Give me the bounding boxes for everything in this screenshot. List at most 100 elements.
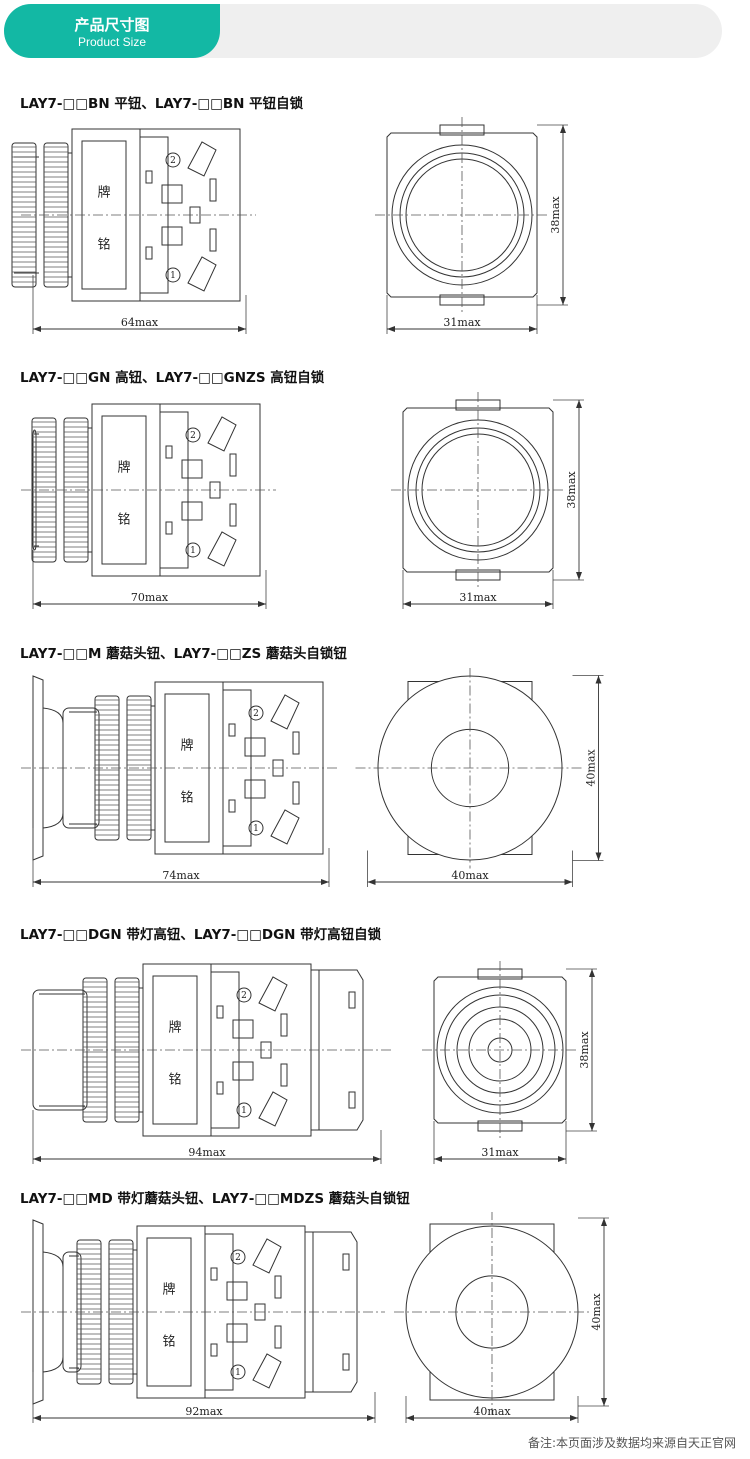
name-plate-text: 铭 — [168, 1073, 181, 1088]
dimension-arrow — [33, 1156, 41, 1162]
terminal-number: 2 — [235, 1253, 241, 1263]
switch-element — [244, 779, 266, 799]
dimension-arrow — [560, 125, 566, 133]
switch-element — [209, 228, 217, 252]
switch-element — [226, 1281, 248, 1301]
dimension-arrow — [33, 326, 41, 332]
dimension-arrow — [321, 879, 329, 885]
front-height-label: 38max — [549, 196, 562, 234]
lamp-terminal — [342, 1253, 350, 1271]
front-width-label: 31max — [443, 316, 481, 329]
name-plate-text: 铭 — [117, 513, 130, 528]
terminal-number: 1 — [235, 1368, 241, 1378]
terminal-screw — [165, 152, 181, 168]
front-width-label: 31max — [481, 1146, 519, 1159]
switch-element — [216, 1081, 224, 1095]
terminal-clip — [207, 531, 237, 567]
dimension-arrow — [560, 297, 566, 305]
terminal-clip — [258, 1091, 288, 1127]
dimension-arrow — [589, 969, 595, 977]
name-plate-text: 牌 — [97, 185, 110, 201]
switch-element — [216, 1005, 224, 1019]
dimension-arrow — [238, 326, 246, 332]
overall-length-label: 94max — [188, 1146, 226, 1159]
terminal-number: 2 — [170, 156, 176, 166]
terminal-number: 2 — [190, 431, 196, 441]
terminal-clip — [270, 809, 300, 845]
section-header-badge: 产品尺寸图 Product Size — [4, 4, 220, 58]
dimension-arrow — [564, 879, 573, 885]
front-height-label: 38max — [578, 1031, 591, 1069]
front-height-label: 38max — [565, 471, 578, 509]
dimension-arrow — [558, 1156, 566, 1162]
terminal-number: 2 — [253, 709, 259, 719]
dimension-arrow — [601, 1218, 607, 1226]
front-bezel — [402, 407, 554, 573]
section-title: LAY7-□□GN 高钮、LAY7-□□GNZS 高钮自锁 — [20, 370, 325, 386]
terminal-screw — [248, 705, 264, 721]
section-title: LAY7-□□DGN 带灯高钮、LAY7-□□DGN 带灯高钮自锁 — [20, 927, 382, 943]
dimension-arrow — [589, 1123, 595, 1131]
switch-element — [228, 799, 236, 813]
front-height-label: 40max — [590, 1293, 603, 1331]
lamp-terminal — [348, 1091, 356, 1109]
terminal-clip — [187, 256, 217, 292]
switch-element — [274, 1325, 282, 1349]
switch-element — [165, 521, 173, 535]
header-subtitle: Product Size — [77, 35, 147, 49]
switch-element — [229, 453, 237, 477]
terminal-clip — [258, 976, 288, 1012]
name-plate-text: 铭 — [180, 791, 193, 806]
front-bezel — [433, 976, 567, 1124]
switch-element — [210, 1267, 218, 1281]
switch-element — [232, 1019, 254, 1039]
dimension-arrow — [529, 326, 537, 332]
terminal-number: 1 — [190, 546, 196, 556]
dimension-arrow — [601, 1398, 607, 1406]
terminal-number: 1 — [241, 1106, 247, 1116]
dimension-arrow — [258, 601, 266, 607]
overall-length-label: 64max — [121, 316, 159, 329]
switch-element — [209, 178, 217, 202]
dimension-arrow — [33, 601, 41, 607]
front-width-label: 40max — [473, 1405, 511, 1418]
switch-element — [181, 459, 203, 479]
name-plate-text: 牌 — [162, 1282, 175, 1298]
terminal-clip — [207, 416, 237, 452]
dimension-arrow — [595, 852, 602, 861]
header-title: 产品尺寸图 — [74, 16, 150, 34]
name-plate-text: 牌 — [180, 738, 193, 754]
terminal-number: 1 — [170, 271, 176, 281]
dimension-arrow — [367, 879, 376, 885]
dimension-arrow — [576, 572, 582, 580]
terminal-clip — [187, 141, 217, 177]
terminal-screw — [230, 1364, 246, 1380]
mushroom-head-edge — [32, 675, 44, 861]
lamp-terminal — [348, 991, 356, 1009]
switch-element — [210, 1343, 218, 1357]
dimension-arrow — [595, 675, 602, 684]
dimension-arrow — [33, 1415, 41, 1421]
terminal-screw — [236, 1102, 252, 1118]
switch-element — [161, 226, 183, 246]
switch-element — [280, 1063, 288, 1087]
overall-length-label: 92max — [185, 1405, 223, 1418]
switch-element — [145, 246, 153, 260]
footnote: 备注:本页面涉及数据均来源自天正官网 — [527, 1436, 736, 1450]
dimension-arrow — [434, 1156, 442, 1162]
overall-length-label: 74max — [162, 869, 200, 882]
terminal-screw — [165, 267, 181, 283]
button-cap — [32, 989, 88, 1111]
section-title: LAY7-□□MD 带灯蘑菇头钮、LAY7-□□MDZS 蘑菇头自锁钮 — [20, 1191, 410, 1207]
dimension-arrow — [373, 1156, 381, 1162]
switch-element — [161, 184, 183, 204]
switch-element — [232, 1061, 254, 1081]
switch-element — [145, 170, 153, 184]
switch-element — [165, 445, 173, 459]
section-title: LAY7-□□BN 平钮、LAY7-□□BN 平钮自锁 — [20, 96, 304, 112]
front-width-label: 31max — [459, 591, 497, 604]
dimension-arrow — [576, 400, 582, 408]
